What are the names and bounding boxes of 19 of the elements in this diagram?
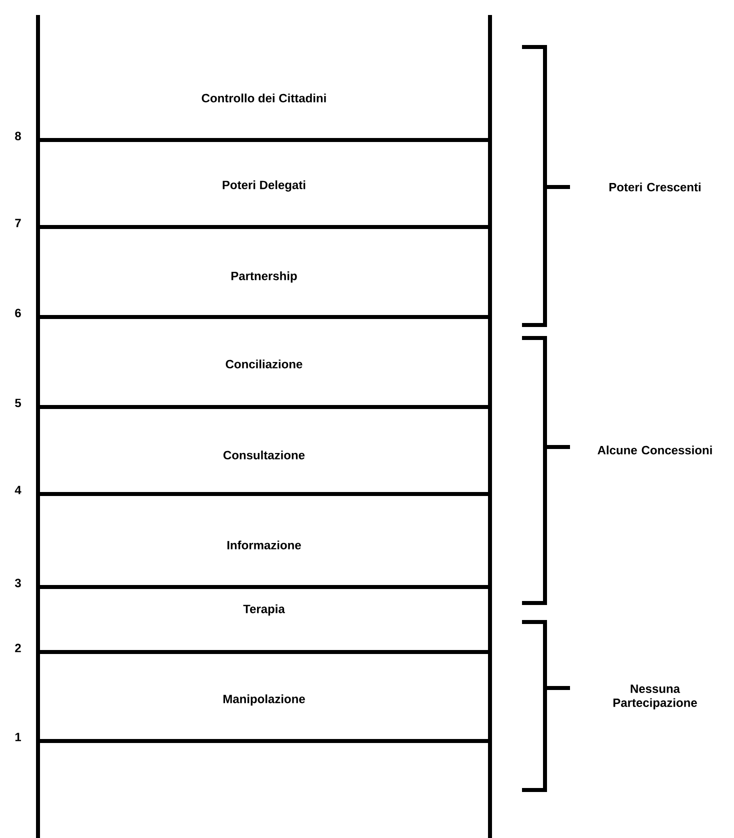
rung-number: 5	[15, 398, 21, 408]
rung-label: Poteri Delegati	[222, 180, 306, 192]
rung-label: Terapia	[243, 604, 285, 616]
rung-number: 2	[15, 644, 21, 652]
rung-number: 6	[15, 308, 21, 318]
rung-label: Informazione	[227, 540, 301, 550]
rung-number: 7	[15, 218, 21, 228]
rung-label: Partnership	[231, 271, 297, 283]
group-label: Alcune Concessioni	[598, 446, 712, 454]
group-label: Nessuna Partecipazione	[613, 684, 697, 710]
rung-number: 8	[15, 132, 21, 140]
rung-label: Manipolazione	[223, 694, 305, 706]
rung-number: 3	[14, 578, 21, 588]
rung-number: 1	[15, 732, 21, 742]
rung-label: Controllo dei Cittadini	[202, 94, 326, 102]
rung-label: Consultazione	[224, 450, 305, 460]
group-label: Poteri Crescenti	[609, 182, 700, 192]
rung-number: 4	[14, 486, 22, 494]
rung-label: Conciliazione	[226, 360, 302, 368]
